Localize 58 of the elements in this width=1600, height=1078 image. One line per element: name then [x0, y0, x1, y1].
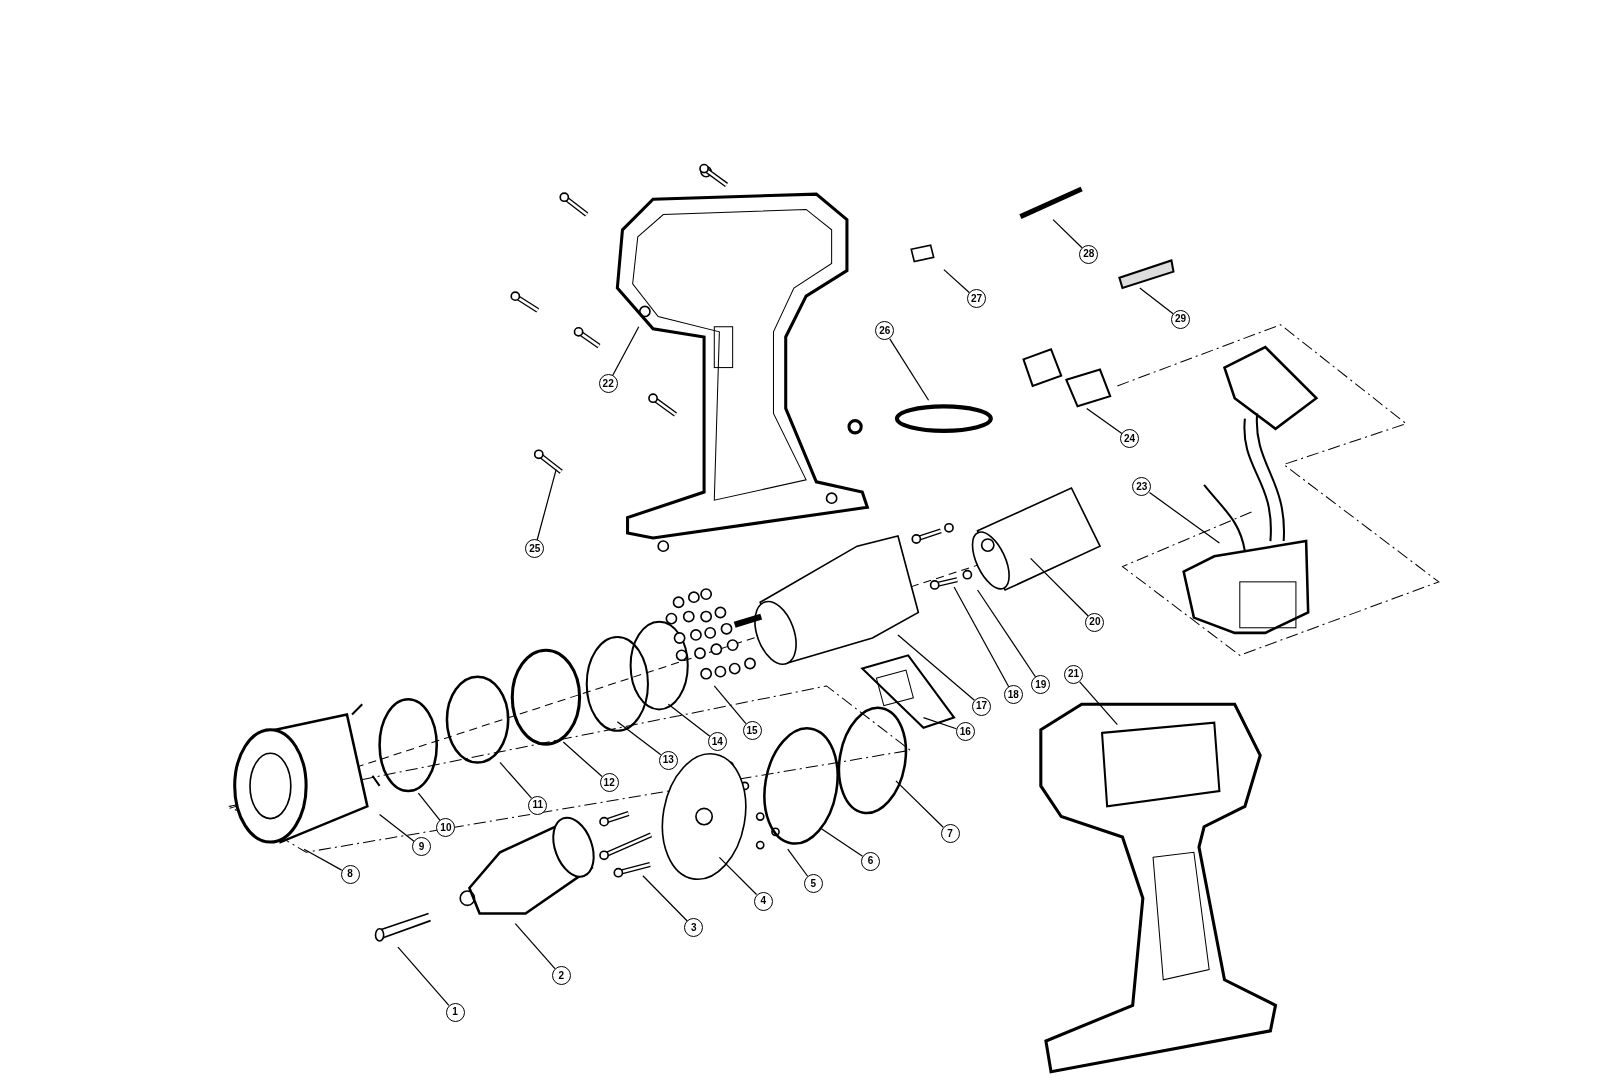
- callout-number: 19: [1031, 675, 1051, 695]
- leader-line: [976, 589, 1037, 678]
- leader-line: [718, 856, 758, 896]
- leader-line: [378, 813, 415, 842]
- leader-line: [1052, 219, 1083, 249]
- callout-number: 28: [1079, 244, 1099, 264]
- callout-number: 12: [599, 773, 619, 793]
- callout-number: 16: [955, 722, 975, 742]
- leader-line: [943, 269, 971, 294]
- callout-number: 1: [445, 1002, 465, 1022]
- callout-number: 11: [528, 795, 548, 815]
- callout-number: 21: [1063, 665, 1083, 684]
- leader-line: [514, 923, 556, 970]
- callout-number: 20: [1085, 612, 1105, 632]
- callout-number: 29: [1171, 309, 1191, 329]
- callout-number: 3: [684, 918, 704, 938]
- callout-number: 27: [967, 289, 986, 309]
- leader-line: [713, 685, 747, 725]
- callout-number: 22: [598, 374, 618, 394]
- leader-line: [1086, 407, 1123, 435]
- callout-number: 4: [753, 891, 773, 911]
- leader-line: [1030, 557, 1089, 617]
- callout-number: 5: [803, 874, 823, 894]
- callout-number: 26: [875, 321, 895, 341]
- leader-line: [787, 848, 809, 877]
- callout-number: 2: [551, 966, 571, 985]
- callout-number: 13: [658, 750, 678, 770]
- leader-line: [889, 338, 930, 401]
- leader-line: [536, 469, 557, 541]
- leader-line: [1148, 491, 1220, 544]
- leader-line: [895, 780, 944, 828]
- leader-line: [499, 761, 533, 799]
- leader-line: [922, 716, 957, 730]
- leader-line: [562, 741, 603, 778]
- leader-line: [1139, 287, 1174, 315]
- callout-number: 10: [436, 818, 456, 838]
- callout-number: 6: [860, 851, 880, 871]
- callout-number: 25: [525, 539, 545, 559]
- leader-line: [820, 828, 864, 857]
- leader-line: [642, 875, 688, 922]
- callout-number: 18: [1003, 685, 1023, 705]
- leader-line: [417, 792, 441, 821]
- callout-number: 15: [742, 721, 762, 741]
- leader-line: [953, 586, 1010, 688]
- callout-number: 14: [707, 732, 727, 752]
- callout-number: 23: [1132, 477, 1152, 497]
- leader-line: [616, 721, 662, 756]
- callout-number: 7: [940, 824, 960, 844]
- callout-number: 9: [411, 837, 431, 857]
- leader-line: [303, 848, 343, 871]
- leader-line: [612, 326, 640, 377]
- leader-line: [667, 703, 711, 737]
- callout-number: 8: [340, 865, 360, 884]
- callout-number: 17: [972, 696, 992, 716]
- leader-line: [397, 946, 450, 1006]
- callout-number: 24: [1120, 429, 1140, 449]
- leader-line: [897, 634, 975, 701]
- leader-line: [1079, 681, 1118, 726]
